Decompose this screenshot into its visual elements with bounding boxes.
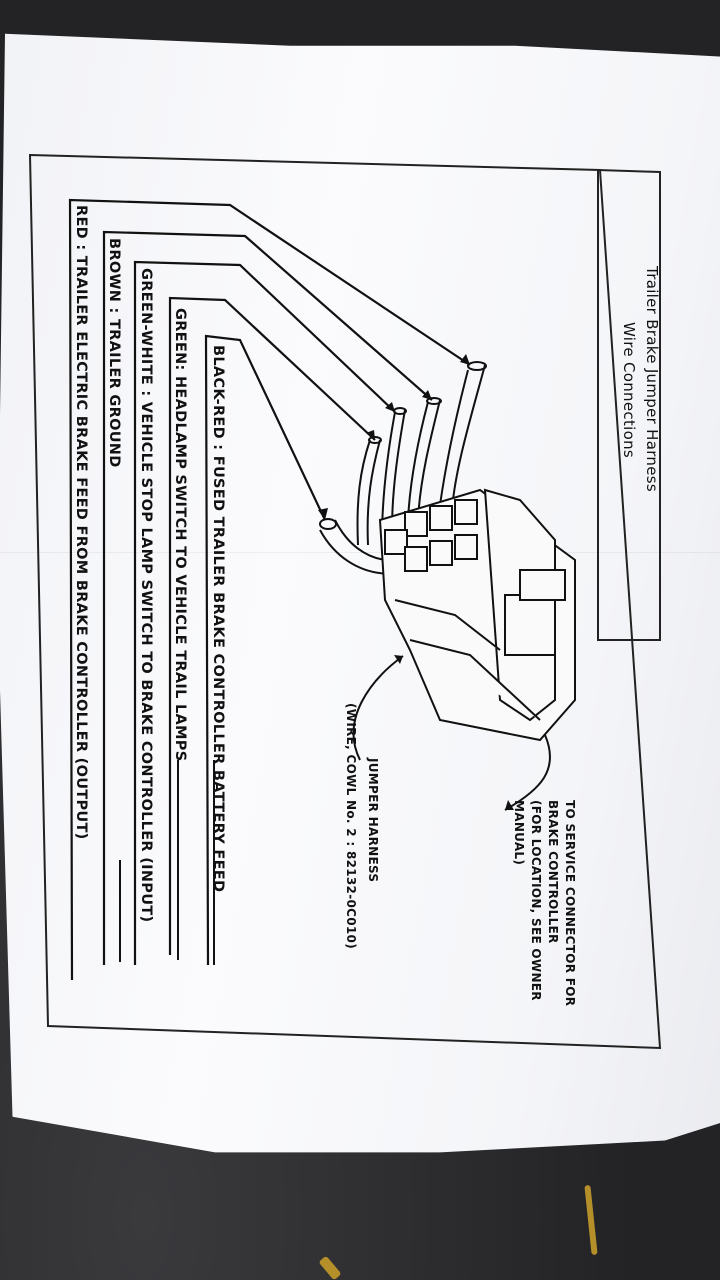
label-arrows (352, 655, 551, 811)
jumper-harness-part-number: (WIRE, COWL No. 2 : 82132-0C010) (344, 703, 358, 949)
paper-sheet (0, 33, 720, 1153)
legend-red: RED : TRAILER ELECTRIC BRAKE FEED FROM B… (73, 205, 89, 840)
legend-black-red: BLACK-RED : FUSED TRAILER BRAKE CONTROLL… (210, 345, 226, 893)
jumper-harness-label: JUMPER HARNESS (366, 758, 380, 883)
title-box (597, 168, 661, 641)
legend-green: GREEN: HEADLAMP SWITCH TO VEHICLE TRAIL … (172, 308, 188, 762)
service-note-line-2: BRAKE CONTROLLER (546, 800, 560, 944)
outer-frame (28, 153, 662, 1050)
leader-lines (68, 198, 471, 981)
service-note: TO SERVICE CONNECTOR FOR BRAKE CONTROLLE… (510, 800, 578, 1006)
service-note-line-1: TO SERVICE CONNECTOR FOR (563, 800, 577, 1007)
diagram-title-line-2: Wire Connections (620, 322, 638, 458)
paper-fold (0, 552, 720, 553)
legend-green-white: GREEN-WHITE : VEHICLE STOP LAMP SWITCH T… (138, 268, 154, 923)
connector-body (378, 488, 576, 742)
legend-brown: BROWN : TRAILER GROUND (106, 238, 122, 468)
diagram-title-line-1: Trailer Brake Jumper Harness (643, 266, 661, 492)
service-note-line-4: MANUAL) (512, 800, 526, 866)
service-note-line-3: (FOR LOCATION, SEE OWNER (529, 800, 543, 1001)
legend-underlines (119, 760, 215, 965)
